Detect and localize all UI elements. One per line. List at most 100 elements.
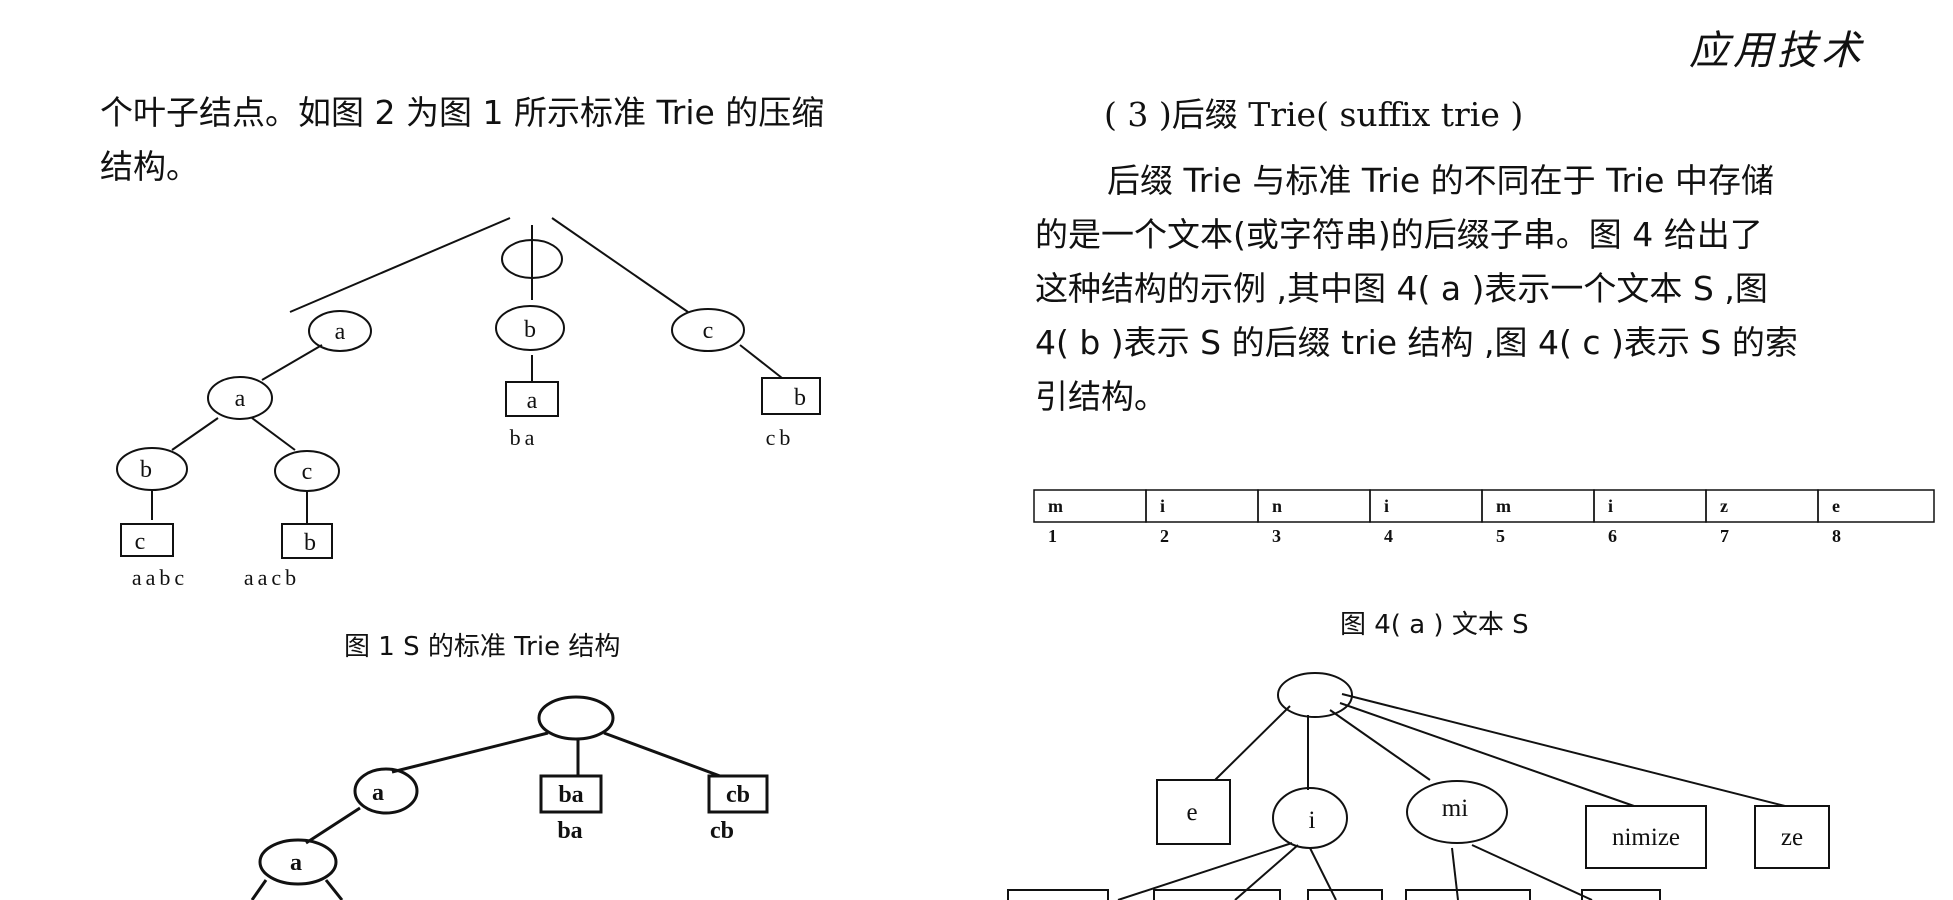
trie-leaf-label: ze <box>1781 824 1803 851</box>
text-s-char: e <box>1832 496 1840 516</box>
trie-node <box>116 447 188 491</box>
trie-node <box>258 838 338 886</box>
trie-leaf-label: ba <box>558 782 583 808</box>
trie-edge <box>250 879 268 900</box>
trie-node-label: a <box>235 386 246 412</box>
text-s-char: i <box>1160 496 1165 516</box>
text-s-index: 6 <box>1608 526 1617 546</box>
trie-leaf-box <box>1581 889 1661 900</box>
trie-node-label: a <box>372 780 384 806</box>
trie-leaf-box <box>505 381 559 417</box>
trie-edge <box>305 806 361 845</box>
text-s-cell <box>1369 489 1483 523</box>
trie-leaf-box <box>1405 889 1531 900</box>
trie-leaf-box <box>1007 889 1109 900</box>
trie-node-label: mi <box>1442 795 1468 822</box>
text-s-cell <box>1257 489 1371 523</box>
trie-edge <box>1339 702 1635 807</box>
trie-edge <box>1329 709 1431 781</box>
trie-leaf-label: cb <box>726 782 750 808</box>
text-s-index: 2 <box>1160 526 1169 546</box>
right-body-paragraph: 后缀 Trie 与标准 Trie 的不同在于 Trie 中存储 的是一个文本(或… <box>1035 154 1798 424</box>
trie-edge <box>551 217 689 313</box>
trie-node <box>353 767 419 815</box>
trie-leaf-label: b <box>304 530 316 556</box>
text-s-cell <box>1481 489 1595 523</box>
right-body-line: 的是一个文本(或字符串)的后缀子串。图 4 给出了 <box>1035 215 1763 254</box>
trie-word-label: ba <box>557 818 582 844</box>
section-title-text: ( 3 )后缀 Trie( suffix trie ) <box>1104 95 1524 134</box>
trie-node <box>1272 787 1348 849</box>
trie-edge <box>603 731 721 778</box>
text-s-index: 8 <box>1832 526 1841 546</box>
trie-edge <box>391 731 549 774</box>
trie-word-label: cb <box>710 818 734 844</box>
trie-node-label: a <box>290 850 302 876</box>
text-s-cell <box>1145 489 1259 523</box>
trie-word-label: aacb <box>244 565 300 590</box>
trie-edge <box>251 417 296 451</box>
trie-leaf-box <box>281 523 333 559</box>
text-s-char: m <box>1496 496 1511 516</box>
text-s-cell <box>1033 489 1147 523</box>
trie-leaf-box <box>1156 779 1231 845</box>
trie-node-label: b <box>140 457 152 483</box>
right-body-line: 引结构。 <box>1035 377 1167 416</box>
trie-edge <box>171 417 219 451</box>
trie-leaf-label: c <box>135 529 146 555</box>
trie-node-label: a <box>335 319 346 345</box>
text-s-index: 4 <box>1384 526 1393 546</box>
trie-leaf-box <box>761 377 821 415</box>
trie-root-node <box>1277 672 1353 718</box>
text-s-cell <box>1817 489 1935 523</box>
trie-leaf-label: a <box>527 388 538 414</box>
trie-node <box>274 450 340 492</box>
right-body-line: 后缀 Trie 与标准 Trie 的不同在于 Trie 中存储 <box>1107 161 1774 200</box>
trie-edge <box>1214 705 1291 781</box>
figure-1-caption: 图 1 S 的标准 Trie 结构 <box>344 632 621 662</box>
text-s-char: n <box>1272 496 1282 516</box>
right-body-line: 这种结构的示例 ,其中图 4( a )表示一个文本 S ,图 <box>1035 269 1768 308</box>
trie-leaf-box <box>1307 889 1383 900</box>
trie-edge <box>1117 842 1293 900</box>
text-s-char: i <box>1608 496 1613 516</box>
trie-edge <box>1309 847 1337 900</box>
trie-node <box>1406 780 1508 844</box>
trie-edge <box>1471 844 1593 900</box>
trie-root-node <box>501 239 563 279</box>
trie-edge <box>261 344 323 381</box>
trie-leaf-label: nimize <box>1612 824 1680 851</box>
figure-4a-caption: 图 4( a ) 文本 S <box>1340 610 1529 640</box>
text-s-index: 3 <box>1272 526 1281 546</box>
left-intro-line: 结构。 <box>100 147 199 186</box>
trie-edge <box>1341 693 1786 807</box>
trie-word-label: ba <box>510 425 539 450</box>
trie-word-label: aabc <box>132 565 188 590</box>
trie-node <box>207 376 273 420</box>
text-s-index: 7 <box>1720 526 1729 546</box>
trie-leaf-box <box>120 523 174 557</box>
text-s-char: z <box>1720 496 1728 516</box>
section-title: ( 3 )后缀 Trie( suffix trie ) <box>1104 88 1523 142</box>
trie-edge <box>1234 844 1299 900</box>
trie-leaf-label: b <box>794 385 806 411</box>
trie-leaf-box <box>707 774 769 814</box>
trie-node-label: c <box>703 318 714 344</box>
trie-leaf-box <box>1754 805 1830 869</box>
right-body-line: 4( b )表示 S 的后缀 trie 结构 ,图 4( c )表示 S 的索 <box>1035 323 1798 362</box>
left-intro-line: 个叶子结点。如图 2 为图 1 所示标准 Trie 的压缩 <box>100 93 825 132</box>
trie-node <box>495 305 565 351</box>
text-s-cell <box>1705 489 1819 523</box>
trie-leaf-box <box>1585 805 1707 869</box>
trie-edge <box>739 344 783 379</box>
trie-leaf-box <box>1153 889 1281 900</box>
trie-edge <box>324 879 344 900</box>
trie-node <box>671 308 745 352</box>
trie-node <box>308 310 372 352</box>
trie-root-node <box>537 695 615 741</box>
text-s-char: i <box>1384 496 1389 516</box>
trie-word-label: cb <box>766 425 795 450</box>
trie-leaf-label: e <box>1186 799 1197 826</box>
trie-edge <box>1451 847 1459 900</box>
trie-leaf-box <box>539 774 603 814</box>
